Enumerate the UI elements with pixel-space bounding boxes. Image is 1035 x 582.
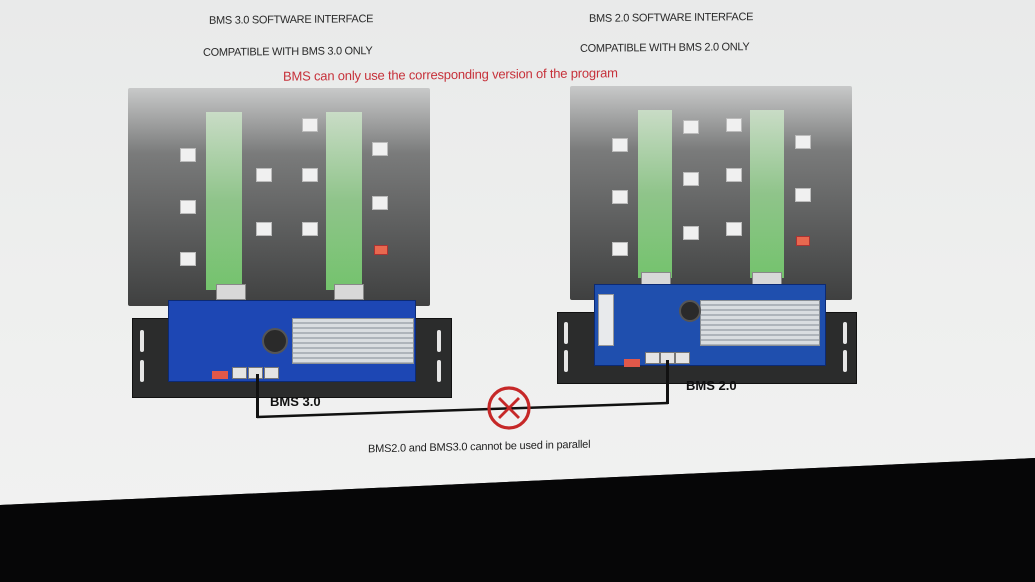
bms2-busbar-green-1	[638, 110, 672, 278]
cell-terminal	[180, 200, 196, 214]
bms3-comm-wire-vertical	[256, 374, 259, 418]
cell-terminal	[256, 168, 272, 182]
bracket-slot	[843, 322, 847, 344]
cell-terminal	[372, 196, 388, 210]
bracket-slot	[140, 360, 144, 382]
cell-terminal	[256, 222, 272, 236]
bms2-comm-wire-vertical	[666, 360, 669, 404]
cell-terminal	[612, 190, 628, 204]
bms3-comm-port	[264, 367, 279, 379]
cell-terminal	[726, 168, 742, 182]
bms2-comm-port	[675, 352, 690, 364]
bracket-slot	[564, 322, 568, 344]
bms2-busbar-green-2	[750, 110, 784, 278]
cell-terminal	[612, 242, 628, 256]
busbar-tab	[334, 284, 364, 300]
cell-terminal	[612, 138, 628, 152]
bms3-busbar-green-2	[326, 112, 362, 290]
bms2-unit-label: BMS 2.0	[686, 378, 737, 393]
cell-fuse-red	[796, 236, 810, 246]
bms2-label-sticker	[598, 294, 614, 346]
bms3-comm-port	[248, 367, 263, 379]
cell-terminal	[180, 252, 196, 266]
cell-terminal	[726, 118, 742, 132]
bms3-unit-label: BMS 3.0	[270, 394, 321, 409]
cell-terminal	[302, 118, 318, 132]
cell-terminal	[372, 142, 388, 156]
bms2-capacitor	[679, 300, 701, 322]
cell-terminal	[683, 226, 699, 240]
bracket-slot	[437, 330, 441, 352]
bracket-slot	[437, 360, 441, 382]
bracket-slot	[843, 350, 847, 372]
cell-terminal	[683, 120, 699, 134]
bms2-power-connector	[624, 359, 640, 367]
bracket-slot	[140, 330, 144, 352]
cell-terminal	[795, 188, 811, 202]
prohibited-x-icon	[487, 386, 531, 430]
cell-terminal	[302, 168, 318, 182]
bms3-comm-port	[232, 367, 247, 379]
cell-terminal	[795, 135, 811, 149]
cell-terminal	[726, 222, 742, 236]
cell-fuse-red	[374, 245, 388, 255]
bms2-heatsink	[700, 300, 820, 346]
bms2-comm-port	[645, 352, 660, 364]
bms3-power-connector	[212, 371, 228, 379]
cell-terminal	[683, 172, 699, 186]
bms3-capacitor	[262, 328, 288, 354]
bms3-heatsink	[292, 318, 414, 364]
bms3-busbar-green-1	[206, 112, 242, 290]
busbar-tab	[216, 284, 246, 300]
cell-terminal	[302, 222, 318, 236]
cell-terminal	[180, 148, 196, 162]
bracket-slot	[564, 350, 568, 372]
